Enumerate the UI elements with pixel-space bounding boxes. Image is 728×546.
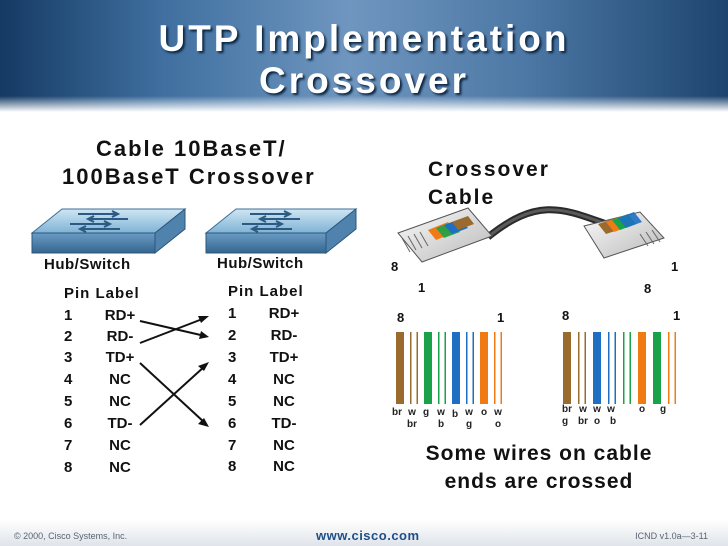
title-line-1: UTP Implementation <box>158 18 570 59</box>
pin-label-header-left: Pin Label <box>64 285 140 302</box>
pin-number: 6 <box>228 415 237 432</box>
pin-signal: NC <box>109 459 131 476</box>
wire-label: g <box>561 416 569 427</box>
pin-signal: RD- <box>270 327 298 344</box>
pin-signal: NC <box>273 371 295 388</box>
wire-blue <box>593 332 601 404</box>
wire-label: g <box>659 404 667 415</box>
wire-label: w <box>465 407 473 418</box>
copyright-text: © 2000, Cisco Systems, Inc. <box>14 531 128 541</box>
pin-number: 8 <box>64 459 73 476</box>
wires-right-pin-1: 1 <box>673 308 681 323</box>
pin-number: 7 <box>228 437 237 454</box>
crossed-wires-note-line-1: Some wires on cable <box>425 442 653 465</box>
wire-label: w <box>494 407 502 418</box>
pin-signal: NC <box>109 437 131 454</box>
wire-label: g <box>465 419 473 430</box>
pin-signal: NC <box>109 371 131 388</box>
wire-label: w <box>607 404 615 415</box>
wire-green <box>653 332 661 404</box>
crossover-cable-label-line-2: Cable <box>428 186 496 209</box>
wire-orange <box>638 332 646 404</box>
plug-left-pin-1: 1 <box>418 280 426 295</box>
pin-number: 3 <box>228 349 237 366</box>
pin-number: 6 <box>64 415 73 432</box>
pin-signal: RD+ <box>268 305 300 322</box>
wire-label: br <box>578 416 588 427</box>
pin-number: 5 <box>64 393 73 410</box>
hub-switch-label-right: Hub/Switch <box>217 255 304 272</box>
wire-colors-left <box>396 332 502 404</box>
wire-brown <box>563 332 571 404</box>
pin-number: 1 <box>64 307 73 324</box>
hub-switch-icon-left <box>30 207 187 255</box>
pin-signal: NC <box>273 437 295 454</box>
crossover-lines <box>139 316 209 427</box>
cable-heading-line-2: 100BaseT Crossover <box>62 164 316 189</box>
pin-number: 7 <box>64 437 73 454</box>
wire-label: w <box>579 404 587 415</box>
plug-left-pin-8: 8 <box>391 259 399 274</box>
wire-label: o <box>494 419 502 430</box>
pin-signal: RD- <box>106 328 134 345</box>
rj45-plug-right <box>583 211 665 259</box>
wires-right-pin-8: 8 <box>562 308 570 323</box>
pin-number: 2 <box>228 327 237 344</box>
pin-signal: RD+ <box>104 307 136 324</box>
pin-signal: NC <box>273 393 295 410</box>
crossover-cable-label-line-1: Crossover <box>428 158 550 181</box>
pin-signal: TD+ <box>269 349 299 366</box>
wire-brown <box>396 332 404 404</box>
wires-left-pin-1: 1 <box>497 310 505 325</box>
wire-label: o <box>593 416 601 427</box>
wire-label: w <box>593 404 601 415</box>
wire-green <box>424 332 432 404</box>
pin-number: 3 <box>64 349 73 366</box>
pin-number: 2 <box>64 328 73 345</box>
wire-label: o <box>638 404 646 415</box>
pin-signal: TD- <box>107 415 133 432</box>
pin-signal: TD- <box>271 415 297 432</box>
wire-label: o <box>480 407 488 418</box>
cisco-url-link[interactable]: www.cisco.com <box>316 528 420 543</box>
hub-switch-label-left: Hub/Switch <box>44 256 131 273</box>
pin-number: 5 <box>228 393 237 410</box>
wire-colors-right <box>563 332 676 404</box>
plug-right-pin-1: 1 <box>671 259 679 274</box>
pin-signal: NC <box>109 393 131 410</box>
pin-number: 4 <box>228 371 237 388</box>
wire-label: b <box>437 419 445 430</box>
plug-right-pin-8: 8 <box>644 281 652 296</box>
wire-label: g <box>422 407 430 418</box>
hub-switch-icon-right <box>204 207 358 255</box>
wire-blue <box>452 332 460 404</box>
course-page-id: ICND v1.0a—3-11 <box>635 531 708 541</box>
wires-left-pin-8: 8 <box>397 310 405 325</box>
wire-label: br <box>392 407 402 418</box>
cable-heading-line-1: Cable 10BaseT/ <box>96 136 287 161</box>
pin-number: 1 <box>228 305 237 322</box>
wire-label: br <box>562 404 572 415</box>
wire-orange <box>480 332 488 404</box>
title-line-2: Crossover <box>258 60 470 101</box>
pin-number: 4 <box>64 371 73 388</box>
pin-number: 8 <box>228 458 237 475</box>
wire-label: b <box>451 409 459 420</box>
pin-signal: TD+ <box>105 349 135 366</box>
rj45-plug-left <box>397 207 493 263</box>
title-band <box>0 0 728 112</box>
pin-label-header-right: Pin Label <box>228 283 304 300</box>
crossover-cable-illustration <box>397 206 665 263</box>
wire-label: w <box>408 407 416 418</box>
crossed-wires-note: Some wires on cable ends are crossed <box>392 440 686 496</box>
pin-signal: NC <box>273 458 295 475</box>
footer-band <box>0 520 728 546</box>
wire-label: w <box>437 407 445 418</box>
wire-label: b <box>609 416 617 427</box>
crossed-wires-note-line-2: ends are crossed <box>444 470 634 493</box>
wire-label: br <box>407 419 417 430</box>
